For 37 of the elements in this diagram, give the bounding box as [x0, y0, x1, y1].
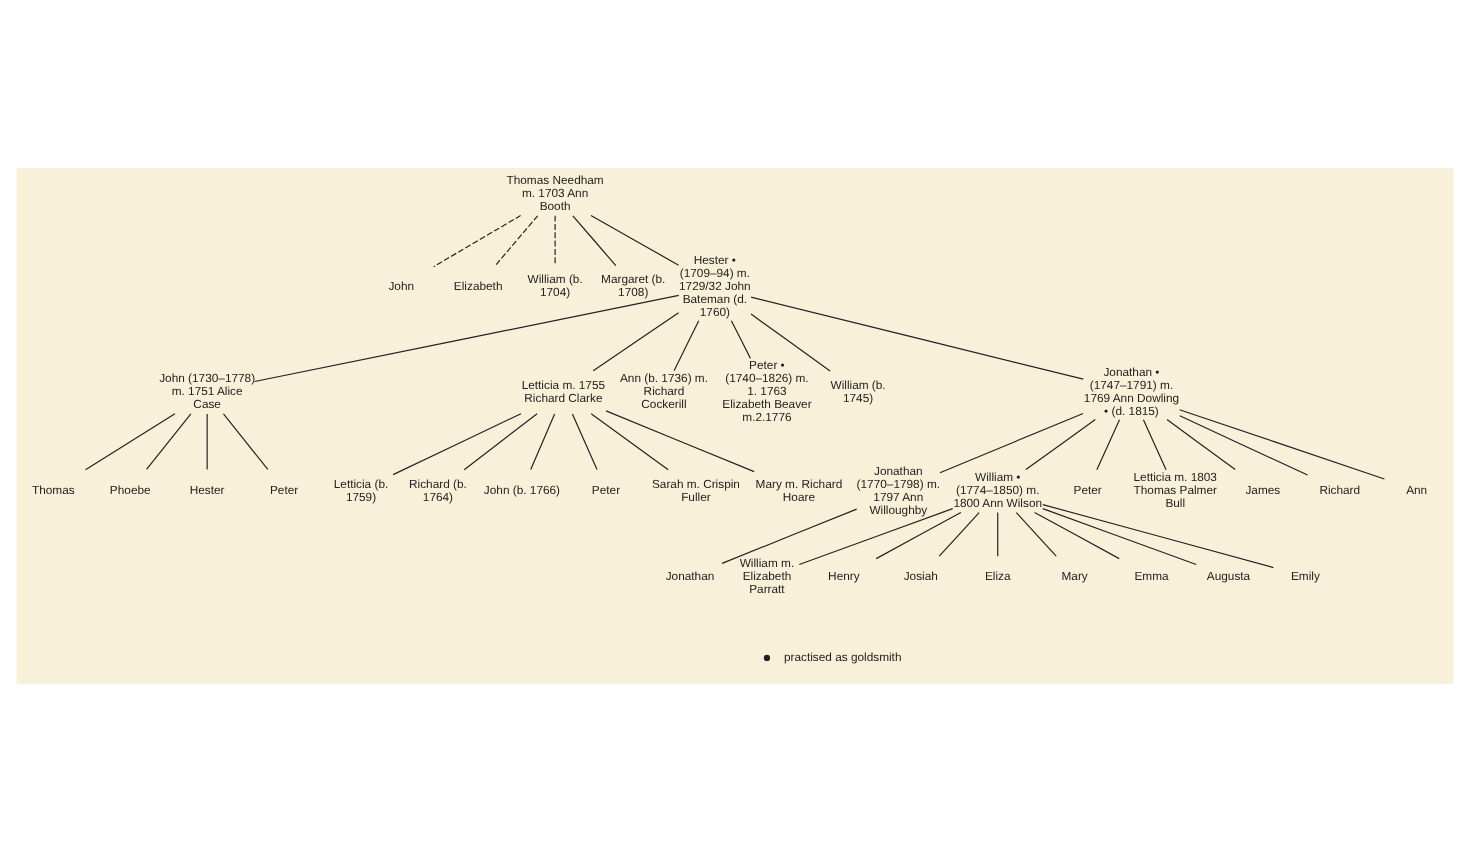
connector [592, 311, 680, 371]
connector [875, 510, 962, 559]
connector [1166, 417, 1236, 470]
connector [145, 412, 192, 470]
connector [392, 412, 522, 475]
connector [590, 213, 680, 265]
connector [1096, 418, 1121, 470]
connector [206, 412, 208, 470]
connector [1025, 417, 1096, 470]
connector [572, 214, 617, 266]
connector [530, 412, 556, 470]
connector [84, 412, 176, 470]
connector [590, 412, 669, 470]
connector [1015, 511, 1057, 556]
connector [463, 412, 538, 470]
connector [1142, 418, 1167, 470]
connector [254, 293, 680, 382]
connector [938, 511, 980, 556]
connector [798, 507, 954, 565]
connector [494, 214, 539, 266]
connector [571, 412, 598, 470]
connector [1042, 507, 1197, 565]
connector [1178, 408, 1385, 479]
connector [730, 319, 751, 358]
connector [605, 409, 755, 472]
connector [750, 295, 1084, 379]
connector [433, 213, 522, 267]
connector [222, 412, 269, 470]
connector [1179, 414, 1309, 475]
connector [750, 312, 831, 371]
connector [1034, 510, 1120, 559]
connector [939, 411, 1084, 473]
connector [554, 214, 556, 266]
connector [721, 507, 858, 563]
connector [1042, 503, 1274, 568]
connector [673, 319, 700, 371]
connector [997, 511, 999, 556]
